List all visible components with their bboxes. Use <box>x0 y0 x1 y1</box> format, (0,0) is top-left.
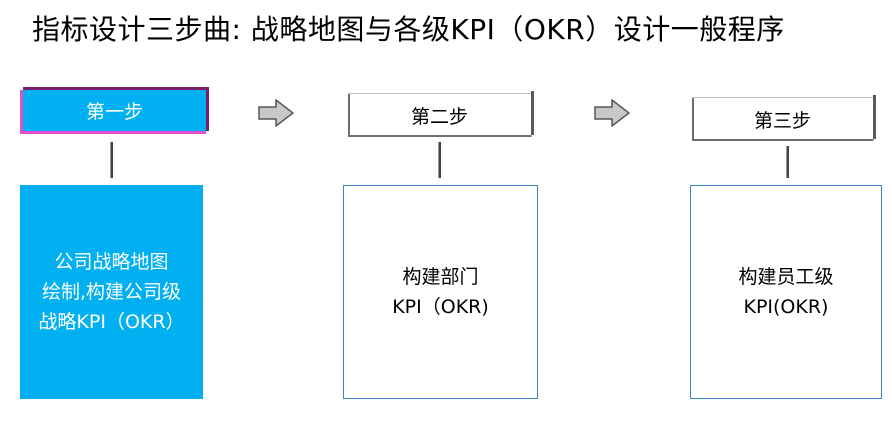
step-1-header: 第一步 <box>20 90 206 134</box>
step-2-box: 构建部门 KPI（OKR) <box>343 185 538 399</box>
step-2-text: 构建部门 KPI（OKR) <box>392 262 489 322</box>
right-arrow-icon <box>258 99 294 127</box>
page-title: 指标设计三步曲: 战略地图与各级KPI（OKR）设计一般程序 <box>32 13 785 46</box>
step-1-text: 公司战略地图 绘制,构建公司级 战略KPI（OKR） <box>38 247 184 337</box>
step-3-text: 构建员工级 KPI(OKR) <box>738 262 833 322</box>
step-1-line-1: 公司战略地图 <box>54 251 169 273</box>
step-1-label: 第一步 <box>85 101 143 123</box>
step-3-box: 构建员工级 KPI(OKR) <box>690 185 882 399</box>
step-2-line-2: KPI（OKR) <box>392 296 489 318</box>
step-3-connector <box>786 146 789 178</box>
step-3-line-2: KPI(OKR) <box>743 296 829 318</box>
step-1-connector <box>110 142 113 178</box>
step-2-connector <box>438 142 441 178</box>
step-2-line-1: 构建部门 <box>402 266 479 288</box>
step-3-line-1: 构建员工级 <box>738 266 834 288</box>
step-1-box: 公司战略地图 绘制,构建公司级 战略KPI（OKR） <box>20 185 203 399</box>
step-3-label: 第三步 <box>753 110 811 132</box>
step-3-header: 第三步 <box>692 95 876 141</box>
step-2-label: 第二步 <box>410 106 468 128</box>
step-2-header: 第二步 <box>348 91 534 137</box>
step-1-line-2: 绘制,构建公司级 <box>41 281 182 303</box>
right-arrow-icon <box>594 99 630 127</box>
step-1-line-3: 战略KPI（OKR） <box>38 311 185 333</box>
